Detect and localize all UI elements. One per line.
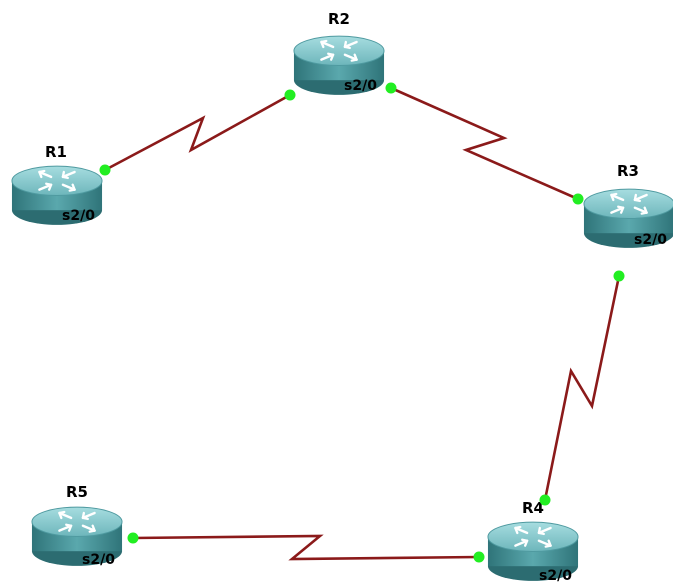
router-r2[interactable]: R2 s2/0 (292, 10, 386, 97)
endpoint-r4-r5-a (127, 532, 139, 544)
router-r3-interface-label: s2/0 (634, 232, 667, 248)
links-layer (104, 86, 621, 561)
router-r4[interactable]: R4 s2/0 (486, 499, 580, 584)
router-r4-interface-label: s2/0 (539, 568, 572, 584)
router-r1[interactable]: R1 s2/0 (10, 143, 104, 227)
link-r4-r5[interactable] (132, 534, 480, 561)
router-r2-label: R2 (328, 10, 350, 28)
link-r1-r2[interactable] (104, 93, 291, 172)
link-r3-r4[interactable] (543, 275, 621, 501)
endpoint-r2-r3-a (385, 82, 397, 94)
router-r1-label: R1 (45, 143, 67, 161)
router-r2-interface-label: s2/0 (344, 78, 377, 94)
router-r4-label: R4 (522, 499, 544, 517)
endpoint-r4-r5-b (473, 551, 485, 563)
router-r5-label: R5 (66, 483, 88, 501)
router-r3-label: R3 (617, 162, 639, 180)
endpoints-layer (99, 82, 625, 563)
router-r5[interactable]: R5 s2/0 (30, 483, 124, 568)
endpoint-r2-r3-b (572, 193, 584, 205)
endpoint-r3-r4-a (613, 270, 625, 282)
router-r5-interface-label: s2/0 (82, 552, 115, 568)
endpoint-r3-r4-b (539, 494, 551, 506)
router-r3[interactable]: R3 s2/0 (582, 162, 673, 250)
endpoint-r1-r2-b (284, 89, 296, 101)
router-r1-interface-label: s2/0 (62, 208, 95, 224)
endpoint-r1-r2-a (99, 164, 111, 176)
link-r2-r3[interactable] (390, 86, 579, 201)
